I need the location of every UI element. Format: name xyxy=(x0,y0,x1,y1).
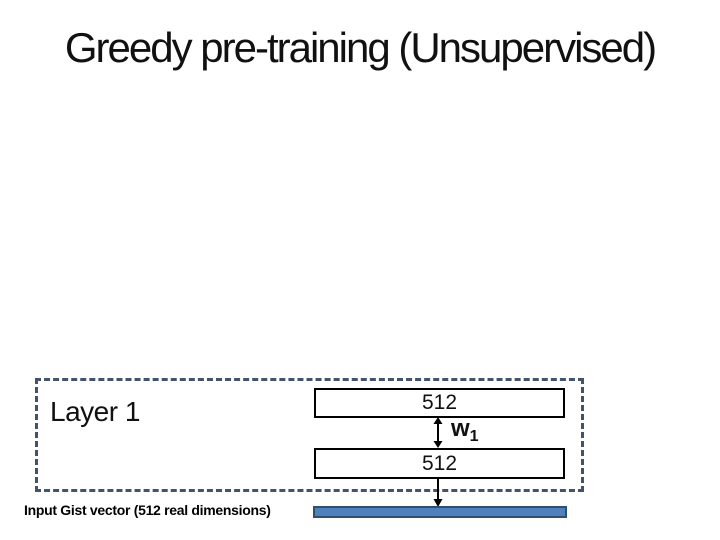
slide-title: Greedy pre-training (Unsupervised) xyxy=(64,24,657,71)
layer1-hidden-units-value: 512 xyxy=(421,391,458,414)
weight-matrix-label: w1 xyxy=(451,415,479,446)
input-vector-label: Input Gist vector (512 real dimensions) xyxy=(24,502,271,518)
layer1-visible-units-value: 512 xyxy=(421,451,458,475)
input-vector-bar xyxy=(313,506,567,518)
layer1-visible-units-box: 512 xyxy=(314,448,565,479)
down-arrow-icon xyxy=(433,478,443,507)
layer1-group-box xyxy=(35,378,584,492)
weight-subscript: 1 xyxy=(469,428,479,445)
weight-base: w xyxy=(451,415,470,442)
layer1-label: Layer 1 xyxy=(50,396,140,427)
layer1-hidden-units-box: 512 xyxy=(314,388,565,418)
bidirectional-arrow-icon xyxy=(433,417,443,448)
